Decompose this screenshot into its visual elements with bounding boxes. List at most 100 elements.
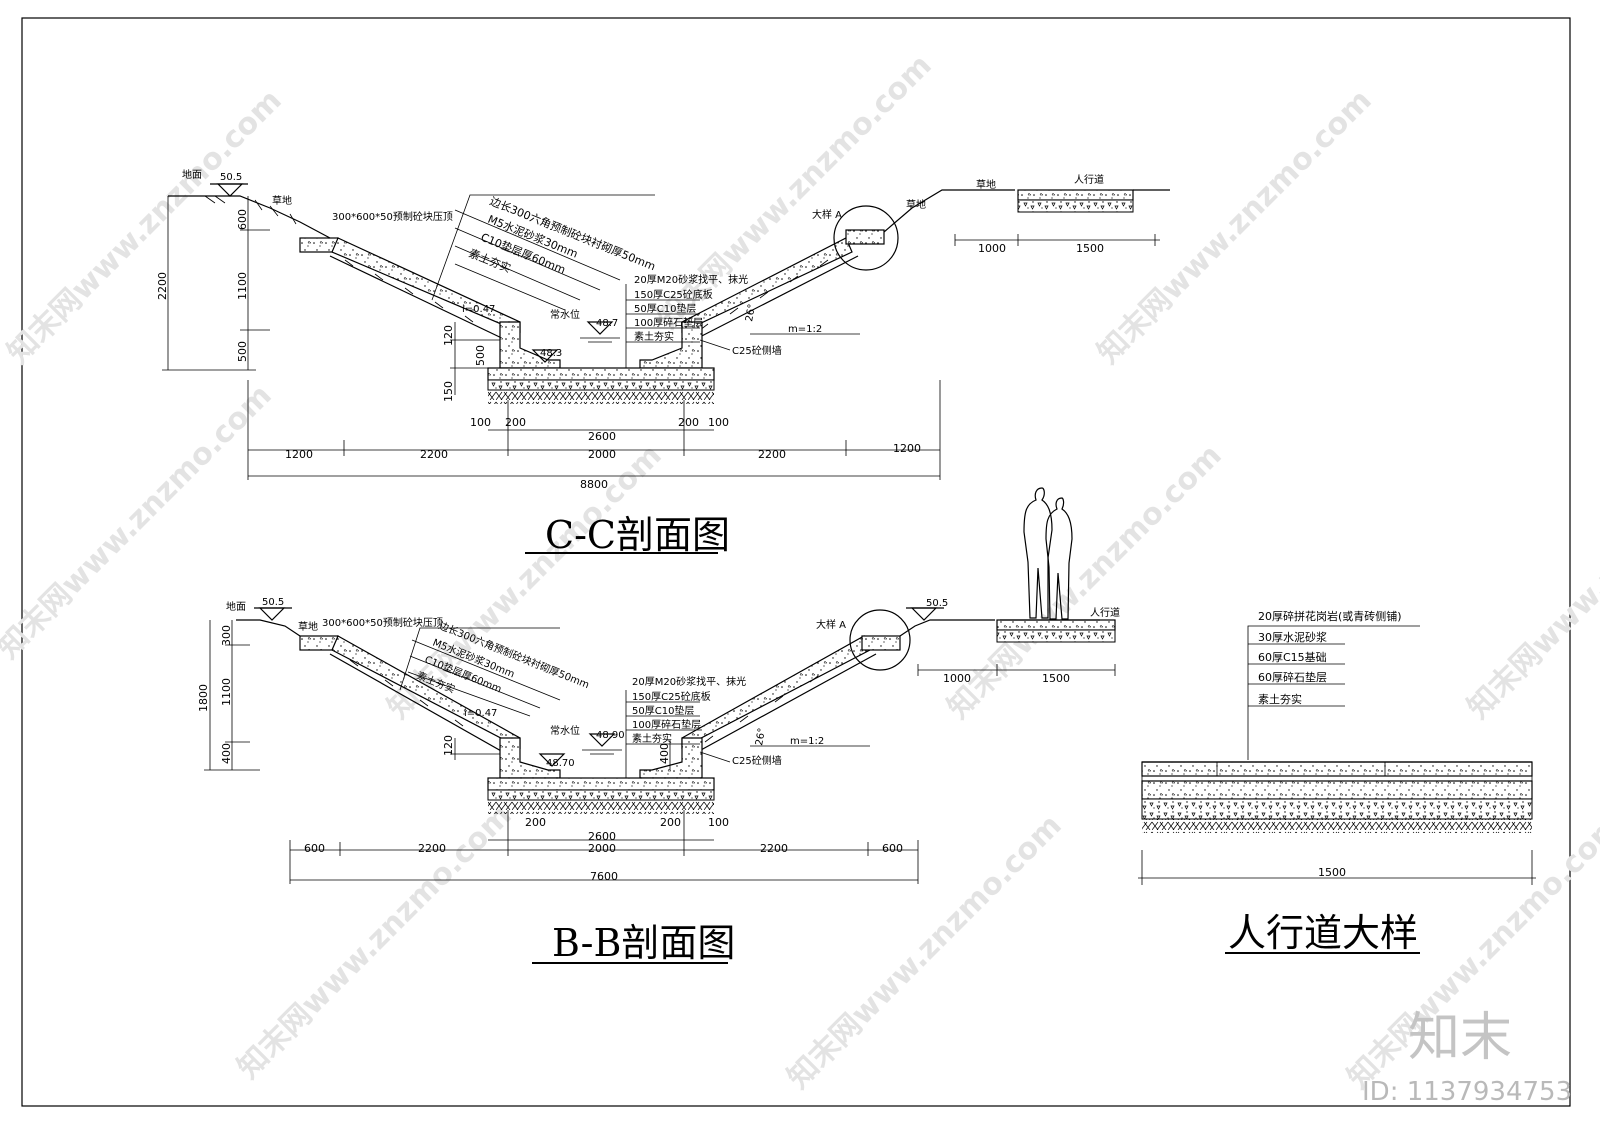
dim-vertical: 1100	[220, 678, 233, 706]
layer-label: 20厚碎拼花岗岩(或青砖侧铺)	[1258, 609, 1402, 623]
label-coping: 300*600*50预制砼块压顶	[332, 210, 453, 223]
dim-vertical: 150	[442, 381, 455, 402]
dim-horizontal: 1000	[978, 242, 1006, 255]
layer-label: 150厚C25砼底板	[632, 690, 711, 703]
dim-vertical: 300	[220, 625, 233, 646]
elevation-water: 48.90	[596, 730, 625, 741]
dim-horizontal: 200	[678, 416, 699, 429]
human-figure-icon	[1023, 487, 1073, 620]
dim-vertical: 120	[442, 325, 455, 346]
dim-vertical: 120	[442, 735, 455, 756]
label-ground: 地面	[182, 168, 202, 181]
label-detail: 大样 A	[816, 618, 846, 631]
dim-horizontal: 2600	[588, 830, 616, 843]
dim-vertical: 600	[236, 209, 249, 230]
drawing-frame	[21, 17, 1571, 1107]
elevation-bottom: 48.70	[546, 758, 575, 769]
layer-label: 60厚碎石垫层	[1258, 670, 1327, 684]
layer-label: 50厚C10垫层	[634, 302, 696, 315]
slope-m-ratio: m=1:2	[788, 324, 822, 335]
slope-ratio: i=0.47	[462, 304, 495, 315]
dim-horizontal: 100	[708, 416, 729, 429]
section-title: B-B剖面图	[552, 921, 735, 965]
dim-horizontal: 2000	[588, 842, 616, 855]
layer-label: 20厚M20砂浆找平、抹光	[634, 273, 748, 286]
layer-label: 60厚C15基础	[1258, 651, 1327, 664]
label-grass: 草地	[976, 178, 996, 191]
watermark-text: 知末网www.znzmo.com	[1091, 83, 1379, 371]
elevation-ground: 50.5	[926, 598, 948, 609]
layer-label: 100厚碎石垫层	[632, 718, 701, 731]
elevation-bottom: 48.3	[540, 348, 562, 359]
section-title: 人行道大样	[1228, 911, 1418, 955]
watermark-text: 知末网www.znzmo.com	[1461, 438, 1600, 726]
dim-horizontal: 2200	[758, 448, 786, 461]
section-bb	[204, 487, 1116, 964]
layer-label: 50厚C10垫层	[632, 704, 694, 717]
dim-vertical: 500	[236, 341, 249, 362]
elevation-ground: 50.5	[262, 597, 284, 608]
watermark-text: 知末网www.znzmo.com	[231, 798, 519, 1086]
label-side-wall: C25砼侧墙	[732, 344, 782, 357]
layer-label: 20厚M20砂浆找平、抹光	[632, 675, 746, 688]
dim-horizontal: 2000	[588, 448, 616, 461]
elevation-water: 48.7	[596, 318, 618, 329]
dim-vertical-total: 1800	[197, 684, 210, 712]
layer-label: 素土夯实	[1258, 692, 1302, 706]
label-ground: 地面	[226, 600, 246, 613]
watermark-text: 知末网www.znzmo.com	[0, 378, 279, 666]
label-grass: 草地	[298, 620, 318, 633]
dim-horizontal: 1200	[285, 448, 313, 461]
layer-label: 素土夯实	[634, 330, 674, 343]
label-sidewalk: 人行道	[1074, 173, 1104, 186]
layer-label: 150厚C25砼底板	[634, 288, 713, 301]
label-detail: 大样 A	[812, 208, 842, 221]
dim-horizontal: 2200	[420, 448, 448, 461]
brand-watermark: 知末 ID: 1137934753	[1362, 1008, 1572, 1107]
sidewalk-detail	[1138, 625, 1536, 954]
dim-horizontal: 1200	[893, 442, 921, 455]
watermark-logo: 知末	[1408, 1008, 1512, 1068]
layer-label: 100厚碎石垫层	[634, 316, 703, 329]
dim-total: 8800	[580, 478, 608, 491]
layer-label: 素土夯实	[632, 732, 672, 745]
dim-horizontal: 1500	[1318, 866, 1346, 879]
dim-horizontal: 200	[660, 816, 681, 829]
section-cc	[162, 183, 1170, 554]
label-sidewalk: 人行道	[1090, 606, 1120, 619]
label-coping: 300*600*50预制砼块压顶	[322, 616, 443, 629]
label-side-wall: C25砼侧墙	[732, 754, 782, 767]
dim-horizontal: 600	[304, 842, 325, 855]
slope-m-ratio: m=1:2	[790, 736, 824, 747]
dim-vertical: 1100	[236, 272, 249, 300]
watermark-text: 知末网www.znzmo.com	[781, 808, 1069, 1096]
sidewalk-detail-labels: 20厚碎拼花岗岩(或青砖侧铺) 30厚水泥砂浆 60厚C15基础 60厚碎石垫层…	[1228, 609, 1418, 955]
dim-horizontal: 200	[505, 416, 526, 429]
dim-horizontal: 100	[470, 416, 491, 429]
dim-total: 7600	[590, 870, 618, 883]
dim-horizontal: 2200	[418, 842, 446, 855]
dim-horizontal: 200	[525, 816, 546, 829]
dim-horizontal: 1000	[943, 672, 971, 685]
dim-horizontal: 600	[882, 842, 903, 855]
dim-vertical: 400	[220, 743, 233, 764]
label-water-level: 常水位	[550, 308, 580, 321]
label-grass: 草地	[272, 194, 292, 207]
dim-horizontal: 1500	[1076, 242, 1104, 255]
slope-ratio: i=0.47	[464, 708, 497, 719]
label-grass: 草地	[906, 198, 926, 211]
layer-label: 30厚水泥砂浆	[1258, 630, 1327, 644]
label-water-level: 常水位	[550, 724, 580, 737]
slope-angle: 26°	[754, 727, 768, 746]
dim-vertical: 500	[474, 345, 487, 366]
elevation-ground: 50.5	[220, 172, 242, 183]
dim-vertical: 400	[658, 743, 671, 764]
watermark-text: 知末网www.znzmo.com	[941, 438, 1229, 726]
section-title: C-C剖面图	[545, 513, 730, 557]
dim-horizontal: 100	[708, 816, 729, 829]
watermark-id: ID: 1137934753	[1362, 1077, 1572, 1107]
slope-angle: 26°	[744, 303, 758, 322]
dim-horizontal: 1500	[1042, 672, 1070, 685]
dim-vertical-total: 2200	[156, 272, 169, 300]
